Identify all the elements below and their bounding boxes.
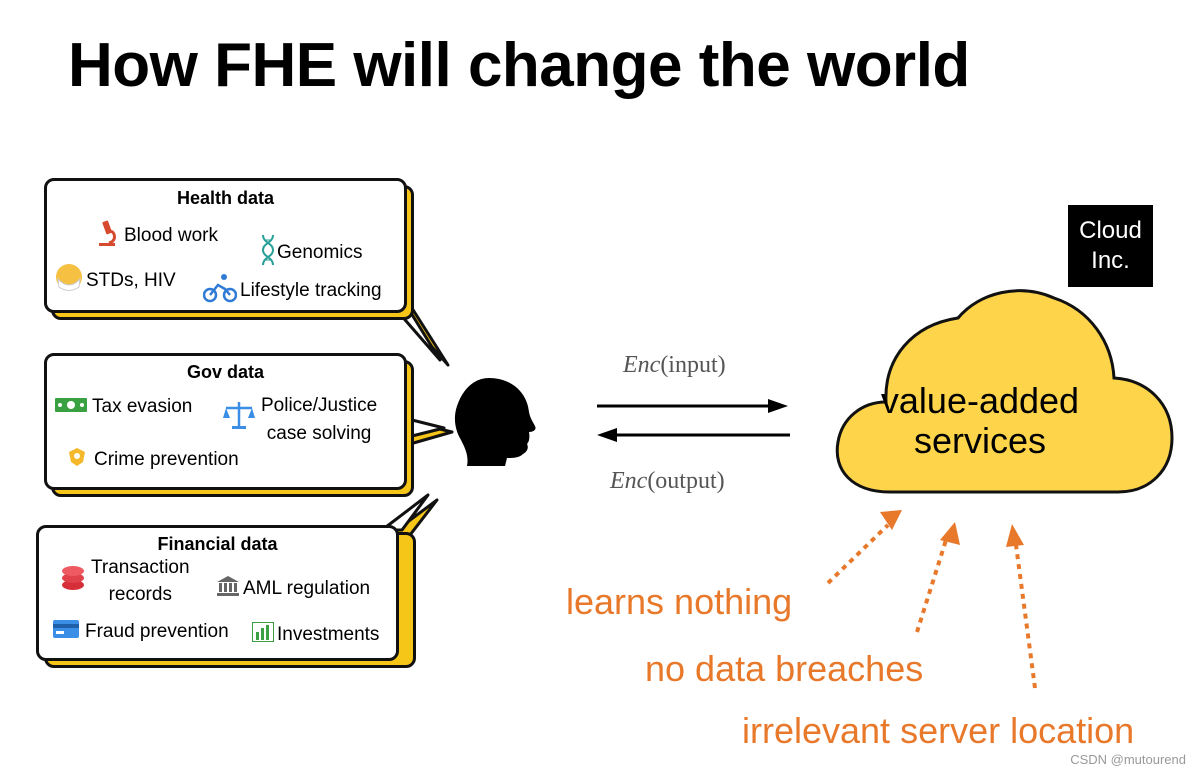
benefit-learns-nothing: learns nothing: [566, 581, 793, 622]
health-item-genomics: Genomics: [261, 234, 363, 271]
cloud-label: value-added services: [880, 380, 1080, 461]
gov-item-police: Police/Justice case solving: [222, 392, 377, 448]
gov-item-crime: Crime prevention: [69, 448, 239, 472]
benefit-server-location: irrelevant server location: [742, 710, 1135, 751]
microscope-icon: [95, 219, 119, 253]
dotted-arrow-2: [915, 539, 948, 633]
health-title: Health data: [176, 188, 275, 208]
page-title: How FHE will change the world: [68, 31, 970, 100]
credit-card-icon: [53, 620, 79, 644]
gov-bubble: Gov data Tax evasion Police/Justice case…: [44, 353, 407, 490]
bank-icon: [217, 576, 239, 602]
bar-chart-icon: [252, 622, 274, 648]
financial-item-transaction: Transaction records: [61, 554, 190, 608]
coins-icon: [61, 565, 85, 597]
health-item-std: STDs, HIV: [55, 261, 176, 301]
cyclist-icon: [202, 273, 238, 309]
dotted-arrow-3: [1014, 544, 1037, 689]
enc-output-label: Enc(output): [610, 468, 725, 494]
health-item-blood: Blood work: [95, 219, 218, 253]
cloud-shape: [835, 289, 1174, 494]
gov-item-tax: Tax evasion: [55, 396, 192, 418]
financial-title: Financial data: [157, 534, 278, 554]
mask-icon: [55, 261, 83, 301]
badge-icon: [69, 448, 85, 472]
benefit-no-breaches: no data breaches: [645, 648, 924, 689]
health-bubble: Health data Blood work Genomics STDs, HI…: [44, 178, 407, 313]
cloud-inc-badge: Cloud Inc.: [1068, 205, 1153, 287]
dotted-arrow-1: [826, 523, 890, 585]
head-silhouette-icon: [454, 378, 536, 466]
money-icon: [55, 396, 87, 418]
scales-icon: [222, 400, 256, 436]
financial-item-investments: Investments: [252, 622, 379, 648]
watermark: CSDN @mutourend: [1070, 752, 1186, 767]
financial-item-fraud: Fraud prevention: [53, 620, 229, 644]
enc-input-label: Enc(input): [623, 352, 726, 378]
financial-item-aml: AML regulation: [217, 576, 370, 602]
gov-title: Gov data: [186, 362, 265, 382]
financial-bubble: Financial data Transaction records AML r…: [36, 525, 399, 661]
dna-icon: [261, 234, 275, 271]
health-item-lifestyle: Lifestyle tracking: [202, 273, 382, 309]
